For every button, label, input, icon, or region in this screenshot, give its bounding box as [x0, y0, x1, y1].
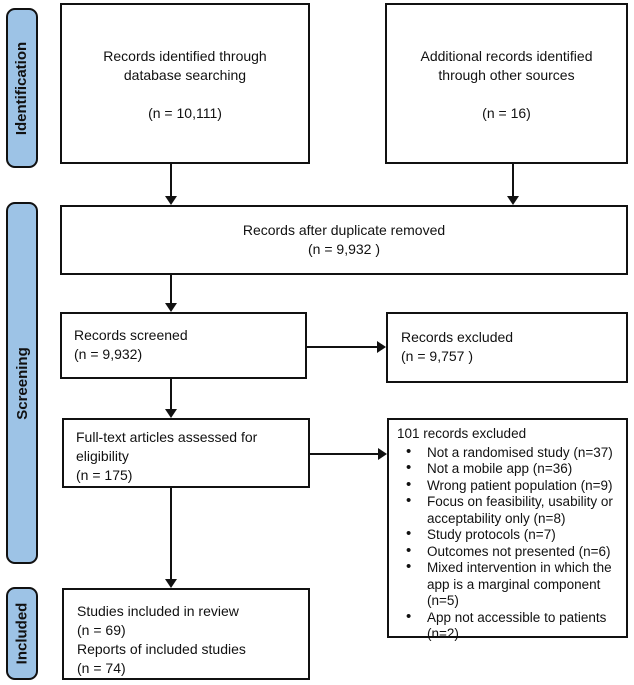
box-records-screened: Records screened (n = 9,932) — [60, 312, 307, 379]
stage-label-identification-text: Identification — [13, 41, 31, 135]
arrow-fulltext-to-included-line — [170, 488, 172, 580]
arrow-dedup-to-screened-line — [170, 275, 172, 304]
box-duplicates-removed-count: (n = 9,932 ) — [308, 241, 380, 257]
stage-label-screening: Screening — [6, 202, 38, 564]
box-included-studies-count2: (n = 74) — [77, 660, 126, 676]
arrow-screened-to-fulltext-line — [170, 379, 172, 410]
box-records-screened-text: Records screened — [74, 327, 188, 343]
box-records-database-search-text: Records identified through database sear… — [103, 48, 267, 83]
box-records-excluded-count: (n = 9,757 ) — [401, 348, 473, 364]
arrow-fulltext-to-included-head — [165, 579, 177, 588]
excluded-reason-item: Focus on feasibility, usability or accep… — [397, 493, 624, 527]
stage-label-included: Included — [6, 587, 38, 680]
box-duplicates-removed: Records after duplicate removed (n = 9,9… — [60, 205, 628, 275]
arrow-dbsearch-to-dedup-head — [165, 196, 177, 205]
box-additional-records-count: (n = 16) — [482, 105, 531, 121]
box-duplicates-removed-text: Records after duplicate removed — [242, 222, 446, 238]
box-included-studies-line2: Reports of included studies — [77, 641, 246, 657]
box-fulltext-excluded-title: 101 records excluded — [397, 426, 527, 441]
box-included-studies-count1: (n = 69) — [77, 622, 126, 638]
excluded-reason-item: App not accessible to patients (n=2) — [397, 609, 624, 643]
excluded-reason-item: Outcomes not presented (n=6) — [397, 543, 624, 561]
stage-label-included-text: Included — [13, 602, 31, 665]
stage-label-identification: Identification — [6, 8, 38, 168]
arrow-screened-to-excluded-line — [307, 346, 378, 348]
box-fulltext-assessed-count: (n = 175) — [76, 467, 133, 483]
box-included-studies: Studies included in review (n = 69) Repo… — [62, 588, 310, 680]
box-records-screened-count: (n = 9,932) — [74, 346, 143, 362]
arrow-othersources-to-dedup-line — [512, 164, 514, 197]
box-records-excluded-text: Records excluded — [401, 329, 514, 345]
excluded-reason-item: Wrong patient population (n=9) — [397, 477, 624, 495]
box-records-database-search: Records identified through database sear… — [60, 3, 310, 164]
arrow-othersources-to-dedup-head — [507, 196, 519, 205]
box-records-excluded: Records excluded (n = 9,757 ) — [386, 312, 628, 383]
box-included-studies-line1: Studies included in review — [77, 603, 239, 619]
fulltext-excluded-reason-list: Not a randomised study (n=37) Not a mobi… — [397, 444, 624, 643]
excluded-reason-item: Not a randomised study (n=37) — [397, 444, 624, 462]
box-fulltext-assessed: Full-text articles assessed for eligibil… — [62, 418, 310, 488]
arrow-dbsearch-to-dedup-line — [170, 164, 172, 197]
arrow-screened-to-fulltext-head — [165, 409, 177, 418]
box-fulltext-excluded-reasons: 101 records excluded Not a randomised st… — [387, 418, 628, 641]
box-additional-records-text: Additional records identified through ot… — [420, 48, 593, 83]
excluded-reason-item: Mixed intervention in which the app is a… — [397, 559, 624, 610]
arrow-fulltext-to-excluded101-head — [378, 448, 387, 460]
box-fulltext-assessed-text: Full-text articles assessed for eligibil… — [76, 429, 258, 464]
arrow-screened-to-excluded-head — [377, 341, 386, 353]
stage-label-screening-text: Screening — [13, 346, 31, 420]
arrow-dedup-to-screened-head — [165, 303, 177, 312]
box-additional-records: Additional records identified through ot… — [385, 3, 628, 164]
box-records-database-search-count: (n = 10,111) — [148, 105, 222, 121]
arrow-fulltext-to-excluded101-line — [310, 453, 379, 455]
excluded-reason-item: Study protocols (n=7) — [397, 526, 624, 544]
excluded-reason-item: Not a mobile app (n=36) — [397, 460, 624, 478]
